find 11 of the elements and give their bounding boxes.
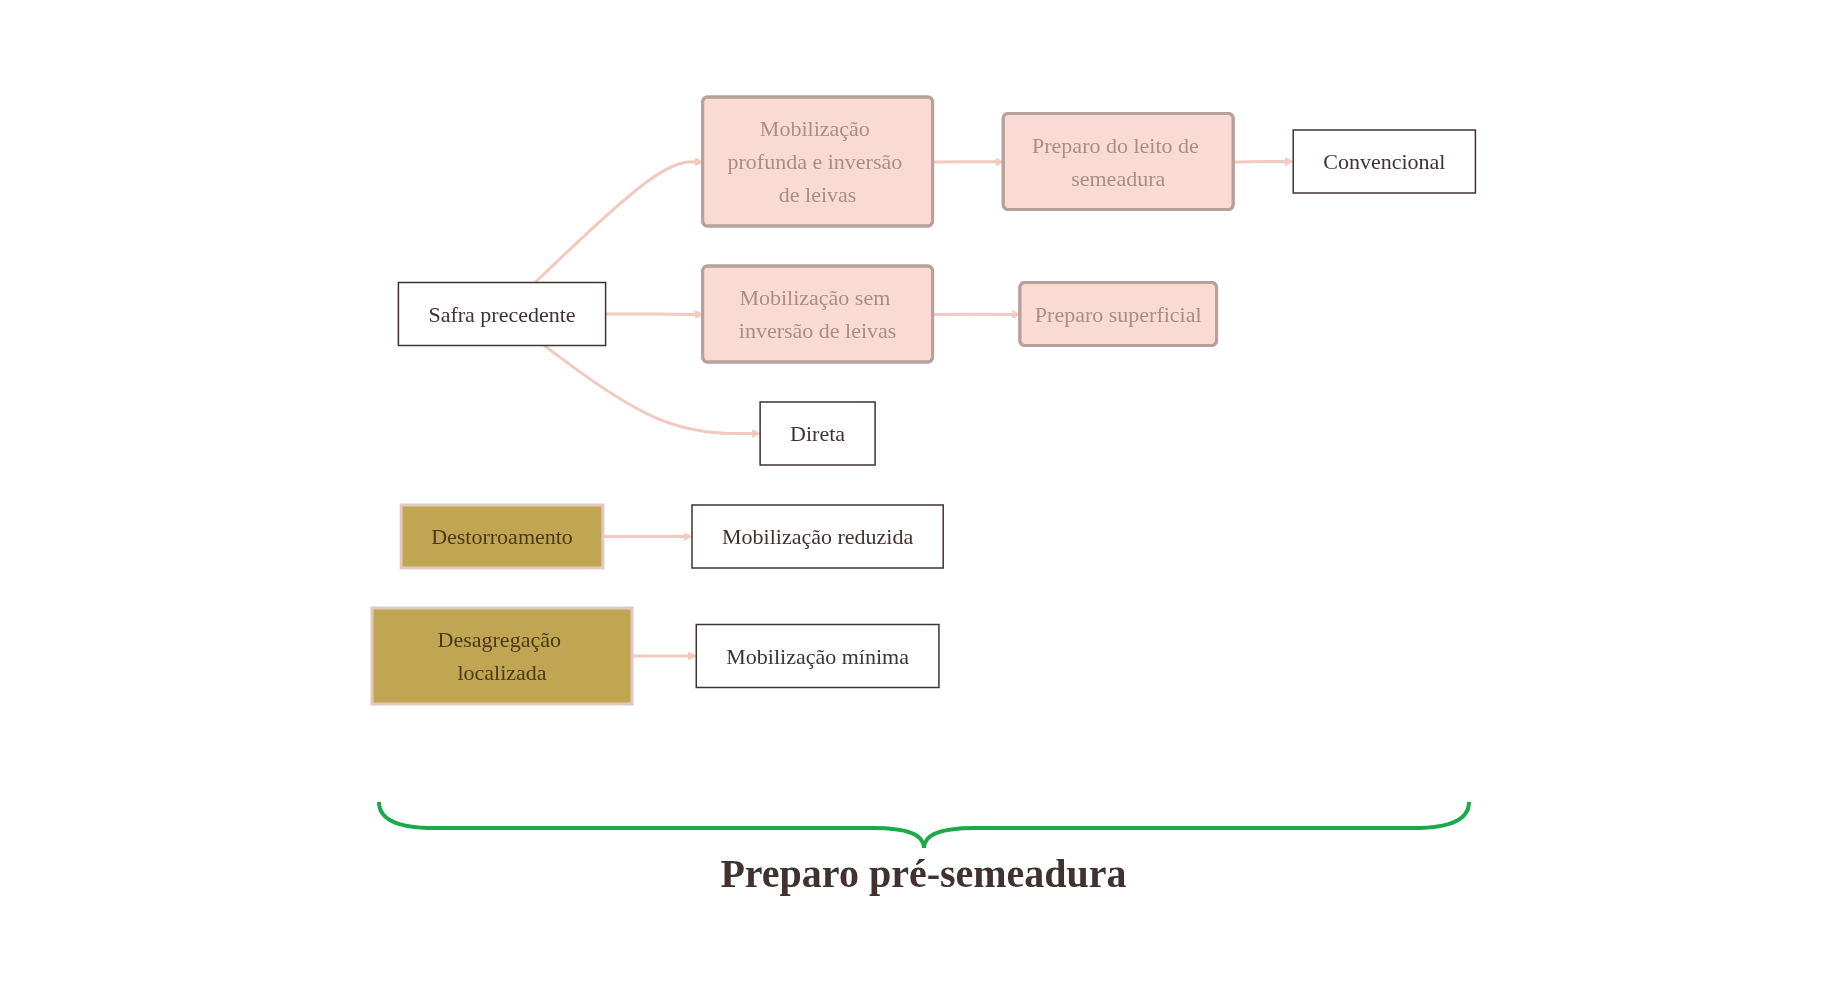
node-box: Convencional [1292, 128, 1476, 194]
node-box: Direta [759, 400, 876, 466]
arrow [932, 156, 1004, 166]
node-box: Desagregação localizada [370, 606, 634, 705]
arrow [631, 651, 697, 660]
brace-label: Preparo pré-semeadura [719, 850, 1128, 897]
arrow [1233, 156, 1294, 166]
node-box: Destorroamento [399, 503, 605, 569]
node-box: Mobilização mínima [695, 623, 940, 688]
node-box: Safra precedente [397, 281, 607, 346]
node-box: Mobilização reduzida [691, 503, 944, 569]
